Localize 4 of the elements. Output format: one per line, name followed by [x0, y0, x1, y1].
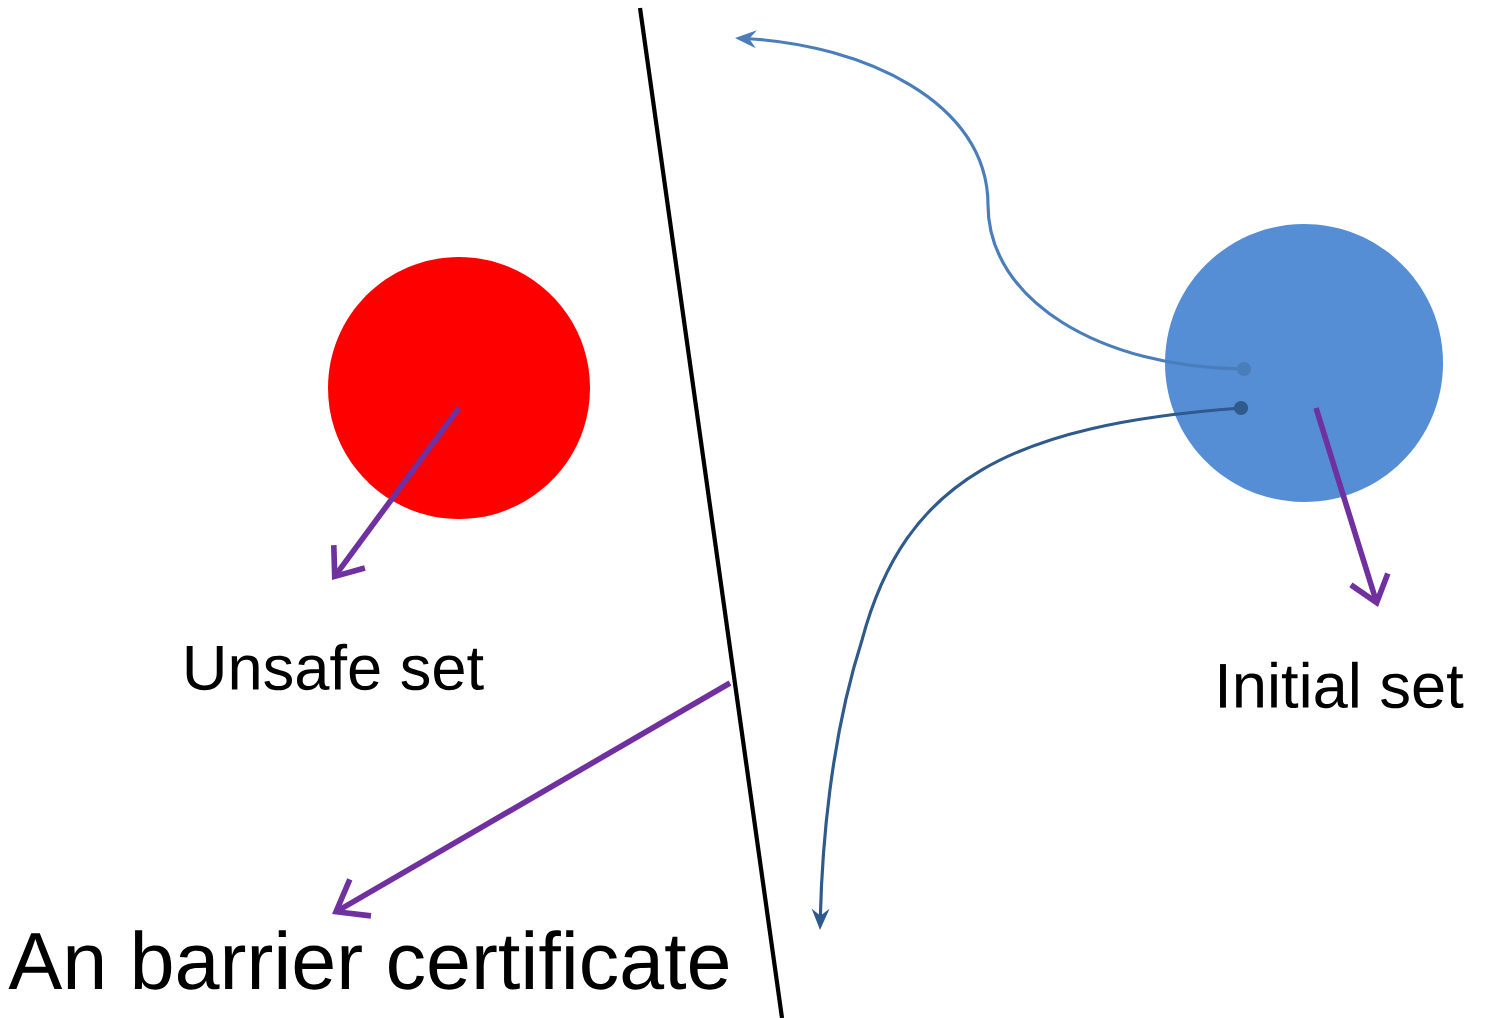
caption-text: An barrier certificate — [8, 930, 728, 990]
leader-arrow — [332, 680, 732, 919]
set-label: Unsafe set — [186, 643, 484, 691]
set-label: Initial set — [1220, 661, 1464, 709]
